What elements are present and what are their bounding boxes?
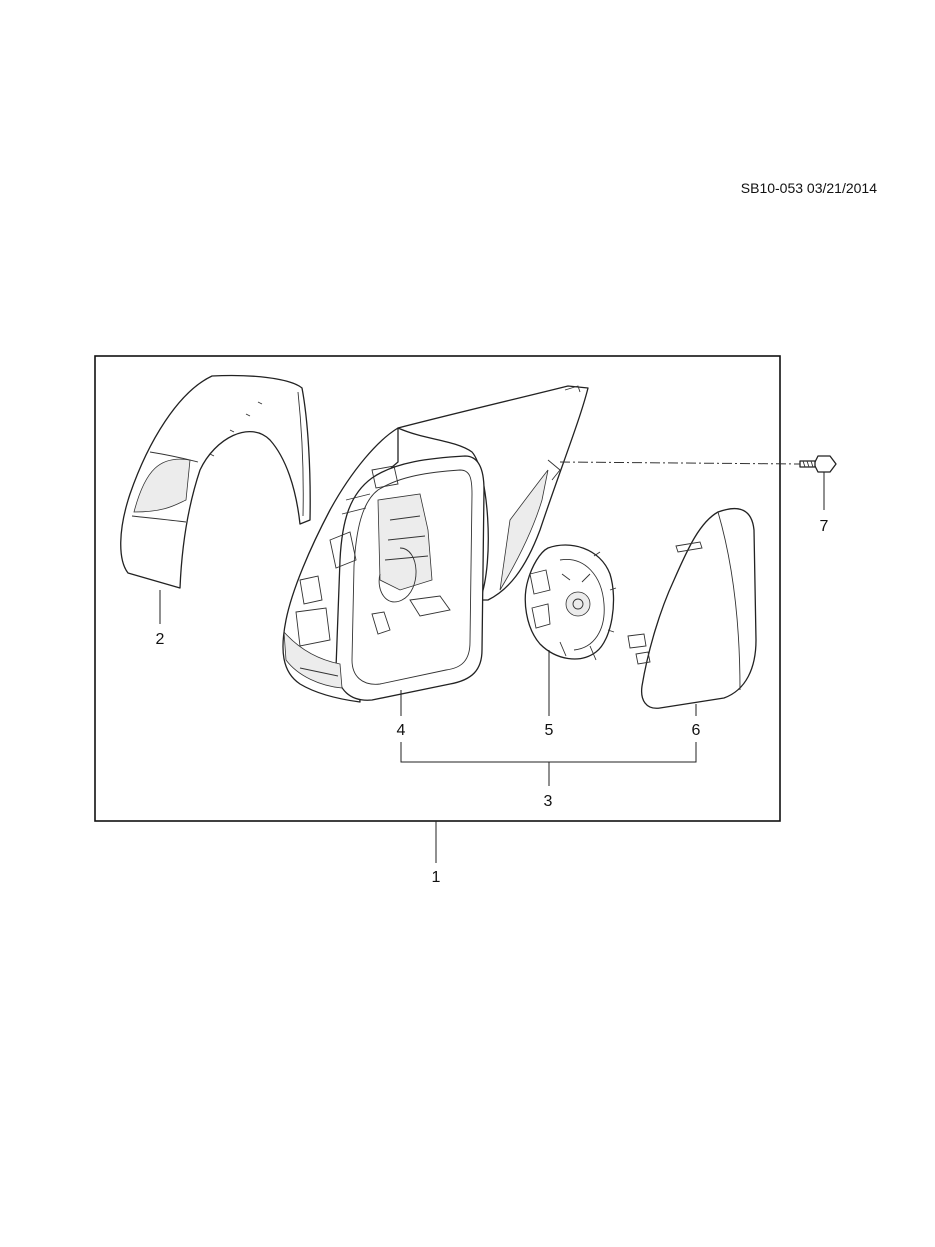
screw-axis-line [559,461,801,465]
assembly-frame [94,355,781,822]
callout-1: 1 [432,869,441,886]
group-bracket-3 [400,742,697,763]
document-id: SB10-053 03/21/2014 [740,180,877,196]
part-5-actuator-motor[interactable] [524,544,617,661]
callout-5: 5 [545,722,554,739]
callout-6: 6 [692,722,701,739]
callout-3: 3 [544,793,553,810]
part-2-mirror-cover[interactable] [120,374,311,589]
callout-7: 7 [820,518,829,535]
part-6-mirror-glass[interactable] [627,507,757,709]
part-4-mirror-housing[interactable] [282,385,589,703]
part-7-screw[interactable] [799,455,837,473]
callout-2: 2 [156,631,165,648]
callout-4: 4 [397,722,406,739]
